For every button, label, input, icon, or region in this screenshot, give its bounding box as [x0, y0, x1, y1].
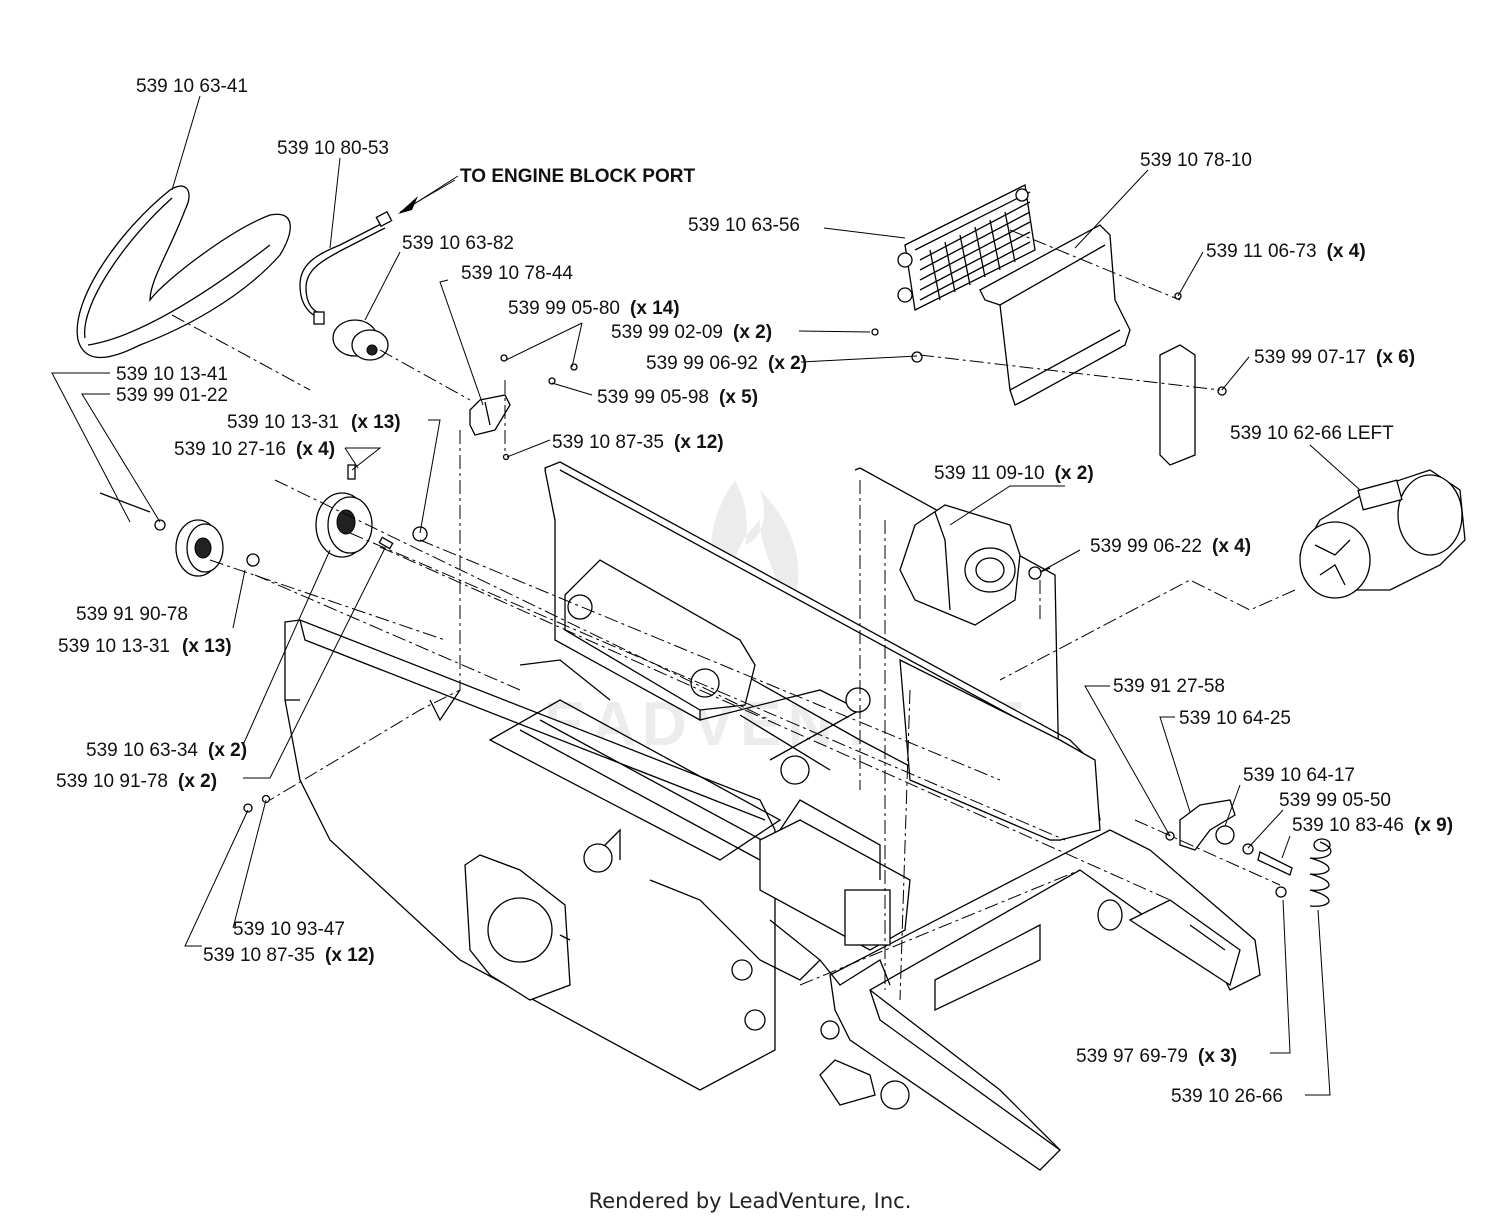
quantity-label: (x 3): [1198, 1046, 1237, 1067]
quantity-label: (x 6): [1376, 347, 1415, 368]
wheel-motor-part: [1299, 469, 1466, 599]
part-number-label[interactable]: 539 10 63-34: [86, 740, 198, 761]
part-callout[interactable]: 539 10 13-31 (x 13): [58, 636, 232, 657]
coolant-hose-part: [299, 210, 393, 325]
part-callout[interactable]: 539 10 87-35 (x 12): [552, 432, 724, 453]
main-frame: [284, 461, 1261, 1171]
part-labels: 539 10 63-41 539 10 80-53 TO ENGINE BLOC…: [56, 76, 1453, 1107]
quantity-label: (x 2): [178, 771, 217, 792]
washer-part: [261, 794, 271, 804]
leader-lines: [51, 95, 1361, 1096]
part-number-label[interactable]: 539 10 63-41: [136, 76, 248, 97]
quantity-label: (x 2): [1055, 463, 1094, 484]
part-number-label[interactable]: 539 10 93-47: [233, 919, 345, 940]
part-number-label[interactable]: 539 99 02-09: [611, 322, 723, 343]
part-number-label[interactable]: 539 99 07-17: [1254, 347, 1366, 368]
arrow-head-icon: [398, 196, 418, 214]
quantity-label: (x 13): [351, 412, 401, 433]
assembly-centerlines: [171, 229, 1296, 1001]
part-callout[interactable]: 539 10 13-31 (x 13): [227, 412, 401, 433]
part-number-label[interactable]: 539 10 78-10: [1140, 150, 1252, 171]
part-number-label[interactable]: 539 11 06-73: [1206, 241, 1317, 262]
part-number-label[interactable]: 539 10 63-82: [402, 233, 514, 254]
part-number-label[interactable]: 539 10 87-35: [552, 432, 664, 453]
idler-pulley-part: [99, 492, 428, 577]
part-number-label[interactable]: 539 99 01-22: [116, 385, 228, 406]
part-number-label[interactable]: 539 10 27-16: [174, 439, 286, 460]
part-number-label[interactable]: 539 99 05-50: [1279, 790, 1391, 811]
part-number-label[interactable]: 539 10 13-41: [116, 364, 228, 385]
part-number-label[interactable]: 539 11 09-10: [934, 463, 1045, 484]
part-number-label[interactable]: 539 10 13-31: [58, 636, 170, 657]
part-number-label[interactable]: 539 91 90-78: [76, 604, 188, 625]
quantity-label: (x 2): [208, 740, 247, 761]
engine-port-callout: TO ENGINE BLOCK PORT: [460, 166, 695, 187]
part-callout[interactable]: 539 10 83-46 (x 9): [1292, 815, 1453, 836]
part-number-label[interactable]: 539 99 06-92: [646, 353, 758, 374]
hydraulic-pump-part: [899, 504, 1051, 626]
quantity-label: (x 12): [325, 945, 375, 966]
quantity-label: (x 2): [768, 353, 807, 374]
part-callout[interactable]: 539 99 06-22 (x 4): [1090, 536, 1251, 557]
idler-arm-part: [1165, 799, 1293, 898]
oil-cooler-part: [897, 184, 1036, 311]
quantity-label: (x 9): [1414, 815, 1453, 836]
quantity-label: (x 14): [630, 298, 680, 319]
quantity-label: (x 12): [674, 432, 724, 453]
part-number-label[interactable]: 539 10 26-66: [1171, 1086, 1283, 1107]
part-number-label[interactable]: 539 99 05-98: [597, 387, 709, 408]
quantity-label: (x 4): [1327, 241, 1366, 262]
part-number-label[interactable]: 539 10 83-46: [1292, 815, 1404, 836]
part-callout[interactable]: 539 97 69-79 (x 3): [1076, 1046, 1237, 1067]
part-number-label[interactable]: 539 10 13-31: [227, 412, 339, 433]
part-number-label[interactable]: 539 91 27-58: [1113, 676, 1225, 697]
footer-credit: Rendered by LeadVenture, Inc.: [589, 1189, 912, 1213]
part-number-label[interactable]: 539 99 06-22: [1090, 536, 1202, 557]
frame-right-rear-panel: [899, 658, 1101, 841]
part-number-label[interactable]: 539 10 62-66 LEFT: [1230, 423, 1394, 444]
part-number-label[interactable]: 539 10 63-56: [688, 215, 800, 236]
drive-pulley-part: [315, 464, 394, 558]
part-callout[interactable]: 539 99 05-98 (x 5): [597, 387, 758, 408]
part-callout[interactable]: 539 10 91-78 (x 2): [56, 771, 217, 792]
frame-left-panel: [284, 619, 776, 1091]
part-number-label[interactable]: 539 10 64-17: [1243, 765, 1355, 786]
part-number-label[interactable]: 539 10 91-78: [56, 771, 168, 792]
part-number-label[interactable]: 539 10 87-35: [203, 945, 315, 966]
quantity-label: (x 4): [296, 439, 335, 460]
spring-part: [1309, 838, 1332, 907]
nut-part: [243, 803, 253, 813]
part-number-label[interactable]: 539 10 80-53: [277, 138, 389, 159]
part-callout[interactable]: 539 10 87-35 (x 12): [203, 945, 375, 966]
part-callout[interactable]: 539 10 63-34 (x 2): [86, 740, 247, 761]
quantity-label: (x 4): [1212, 536, 1251, 557]
part-number-label[interactable]: 539 10 78-44: [461, 263, 573, 284]
part-number-label[interactable]: 539 99 05-80: [508, 298, 620, 319]
watermark-flame-icon: [711, 480, 799, 630]
part-callout[interactable]: 539 11 09-10 (x 2): [934, 463, 1094, 484]
part-callout[interactable]: 539 99 02-09 (x 2): [611, 322, 772, 343]
part-callout[interactable]: 539 99 07-17 (x 6): [1254, 347, 1415, 368]
part-callout[interactable]: 539 99 05-80 (x 14): [508, 298, 680, 319]
part-callout[interactable]: 539 10 27-16 (x 4): [174, 439, 335, 460]
part-number-label[interactable]: 539 10 64-25: [1179, 708, 1291, 729]
quantity-label: (x 5): [719, 387, 758, 408]
lower-pivot-bracket: [819, 1059, 876, 1106]
cooler-bracket-part: [871, 224, 1227, 466]
quantity-label: (x 13): [182, 636, 232, 657]
filter-part: [332, 319, 389, 361]
quantity-label: (x 2): [733, 322, 772, 343]
part-callout[interactable]: 539 11 06-73 (x 4): [1206, 241, 1366, 262]
part-number-label[interactable]: 539 97 69-79: [1076, 1046, 1188, 1067]
part-callout[interactable]: 539 99 06-92 (x 2): [646, 353, 807, 374]
drive-belt-part: [76, 185, 291, 359]
